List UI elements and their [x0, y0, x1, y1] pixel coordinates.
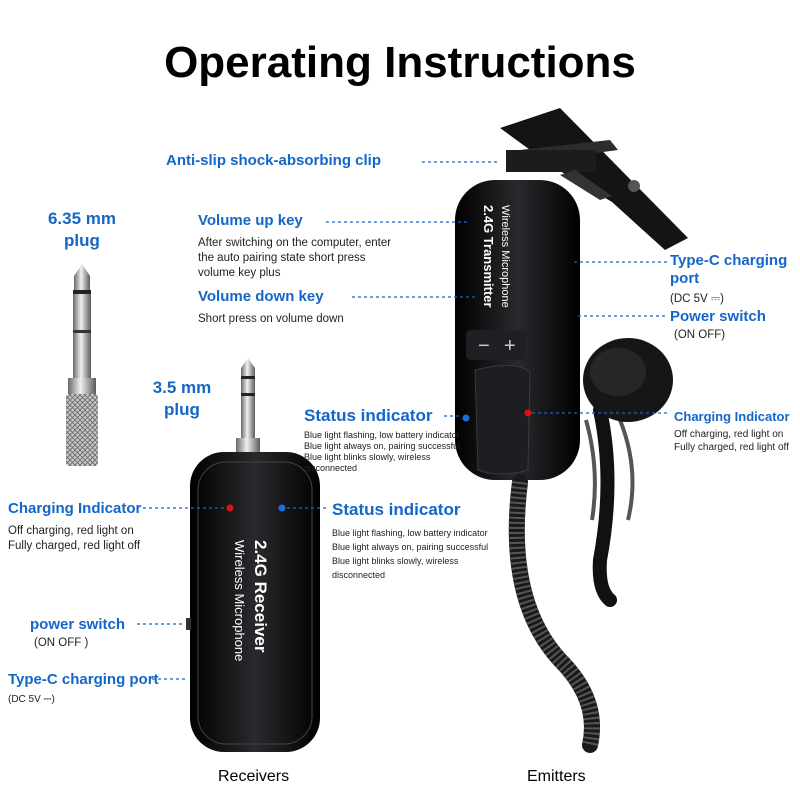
- emitter-status-desc: Blue light flashing, low battery indicat…: [304, 430, 461, 473]
- page-title: Operating Instructions: [164, 38, 636, 87]
- receiver-body: 2.4G Receiver Wireless Microphone: [186, 452, 320, 752]
- receiver-device-text: 2.4G Receiver: [251, 540, 270, 653]
- plug-6-35mm: [66, 264, 98, 466]
- receiver-device-subtext: Wireless Microphone: [232, 540, 247, 661]
- emitter-clip: [500, 108, 688, 250]
- receiver-type-c-desc: (DC 5V ⎓): [8, 694, 55, 705]
- receiver-type-c-label: Type-C charging port: [8, 671, 159, 688]
- plug-3-5mm: [236, 358, 260, 454]
- plug-6-35mm-label: 6.35 mm plug: [47, 209, 117, 250]
- emitter-device-subtext: Wireless Microphone: [499, 205, 511, 308]
- emitter-body: − + 2.4G Transmitter Wireless Microphone: [455, 180, 580, 480]
- receiver-charging-desc: Off charging, red light on Fully charged…: [8, 525, 141, 552]
- volume-up-desc: After switching on the computer, enter t…: [198, 237, 392, 279]
- plug-3-5mm-label: 3.5 mm plug: [152, 378, 212, 419]
- clip-label: Anti-slip shock-absorbing clip: [166, 152, 382, 169]
- volume-up-label: Volume up key: [198, 212, 303, 229]
- emitter-device-text: 2.4G Transmitter: [481, 205, 496, 308]
- emitter-charging-desc: Off charging, red light on Fully charged…: [674, 429, 789, 453]
- volume-minus-icon: −: [478, 335, 490, 357]
- emitter-power-switch-desc: (ON OFF): [674, 329, 726, 341]
- receiver-status-label: Status indicator: [332, 500, 461, 519]
- receiver-charging-label: Charging Indicator: [8, 500, 142, 517]
- emitter-power-switch-label: Power switch: [670, 308, 766, 325]
- gooseneck-microphone: [508, 338, 673, 753]
- emitter-status-label: Status indicator: [304, 406, 433, 425]
- emitter-type-c-desc: (DC 5V ⎓): [670, 293, 724, 305]
- emitter-type-c-label: Type-C charging port: [670, 252, 788, 287]
- volume-plus-icon: +: [504, 335, 516, 357]
- leader-lines: [137, 161, 670, 680]
- volume-down-label: Volume down key: [198, 288, 324, 305]
- receiver-status-desc: Blue light flashing, low battery indicat…: [332, 528, 489, 580]
- receiver-power-switch-desc: (ON OFF ): [34, 637, 89, 649]
- receivers-caption: Receivers: [218, 768, 290, 785]
- emitters-caption: Emitters: [527, 768, 586, 785]
- receiver-power-switch-label: power switch: [30, 616, 126, 633]
- volume-down-desc: Short press on volume down: [198, 313, 344, 325]
- emitter-charging-label: Charging Indicator: [674, 409, 790, 424]
